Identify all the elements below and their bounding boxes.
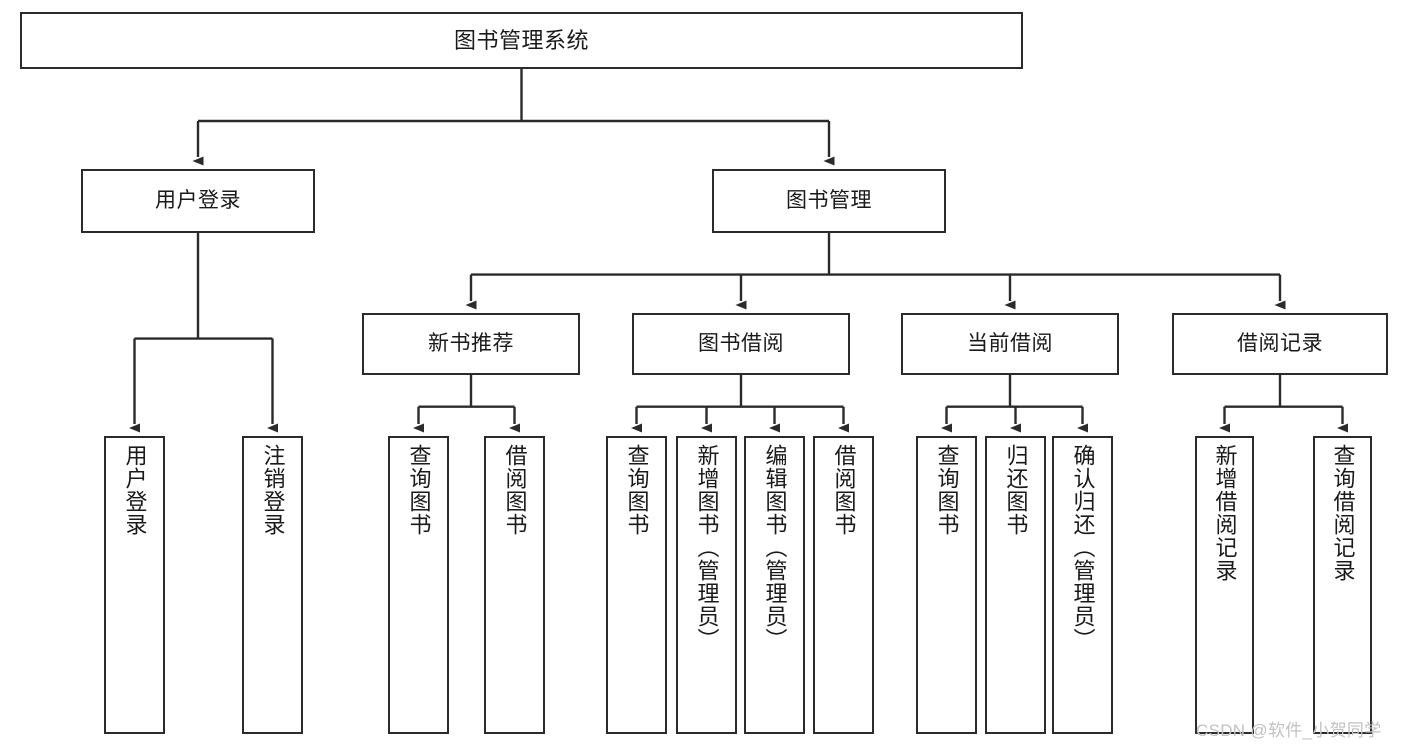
node-root-label: 图书管理系统	[453, 27, 589, 53]
node-book-manage-label: 图书管理	[786, 188, 872, 212]
node-leaf-return-book-label: 归还图书	[1003, 444, 1029, 536]
node-leaf-logout-login-label: 注销登录	[260, 444, 286, 536]
node-leaf-query-book-2[interactable]: 查询图书	[606, 436, 667, 734]
node-root[interactable]: 图书管理系统	[20, 12, 1023, 69]
node-leaf-borrow-book-1[interactable]: 借阅图书	[484, 436, 545, 734]
node-leaf-add-book-label: 新增图书（管理员）	[694, 444, 720, 651]
watermark-text: CSDN @软件_小贺同学	[1196, 721, 1382, 740]
node-book-borrow-label: 图书借阅	[698, 331, 784, 355]
node-leaf-add-record[interactable]: 新增借阅记录	[1195, 436, 1254, 734]
node-book-manage[interactable]: 图书管理	[712, 169, 946, 233]
node-leaf-confirm-return-label: 确认归还（管理员）	[1070, 444, 1096, 651]
node-leaf-return-book[interactable]: 归还图书	[985, 436, 1046, 734]
node-leaf-borrow-book-2-label: 借阅图书	[831, 444, 857, 536]
node-borrow-record[interactable]: 借阅记录	[1172, 313, 1388, 375]
node-leaf-add-record-label: 新增借阅记录	[1212, 444, 1238, 582]
node-current-borrow[interactable]: 当前借阅	[901, 313, 1119, 375]
node-leaf-query-book-2-label: 查询图书	[624, 444, 650, 536]
node-leaf-user-login[interactable]: 用户登录	[104, 436, 165, 734]
node-leaf-borrow-book-1-label: 借阅图书	[502, 444, 528, 536]
node-user-login-label: 用户登录	[155, 188, 241, 212]
node-leaf-borrow-book-2[interactable]: 借阅图书	[813, 436, 874, 734]
node-leaf-logout-login[interactable]: 注销登录	[242, 436, 303, 734]
node-user-login[interactable]: 用户登录	[81, 169, 315, 233]
node-new-book-rec-label: 新书推荐	[428, 331, 514, 355]
node-new-book-rec[interactable]: 新书推荐	[362, 313, 580, 375]
node-borrow-record-label: 借阅记录	[1237, 331, 1323, 355]
node-leaf-edit-book-label: 编辑图书（管理员）	[762, 444, 788, 651]
node-leaf-edit-book[interactable]: 编辑图书（管理员）	[744, 436, 805, 734]
node-current-borrow-label: 当前借阅	[967, 331, 1053, 355]
node-leaf-query-record[interactable]: 查询借阅记录	[1313, 436, 1372, 734]
node-book-borrow[interactable]: 图书借阅	[632, 313, 850, 375]
node-leaf-query-book-1-label: 查询图书	[406, 444, 432, 536]
node-leaf-query-book-1[interactable]: 查询图书	[388, 436, 449, 734]
node-leaf-user-login-label: 用户登录	[122, 444, 148, 536]
node-leaf-add-book[interactable]: 新增图书（管理员）	[676, 436, 737, 734]
node-leaf-confirm-return[interactable]: 确认归还（管理员）	[1052, 436, 1113, 734]
node-leaf-query-book-3[interactable]: 查询图书	[916, 436, 977, 734]
node-leaf-query-record-label: 查询借阅记录	[1330, 444, 1356, 582]
node-leaf-query-book-3-label: 查询图书	[934, 444, 960, 536]
